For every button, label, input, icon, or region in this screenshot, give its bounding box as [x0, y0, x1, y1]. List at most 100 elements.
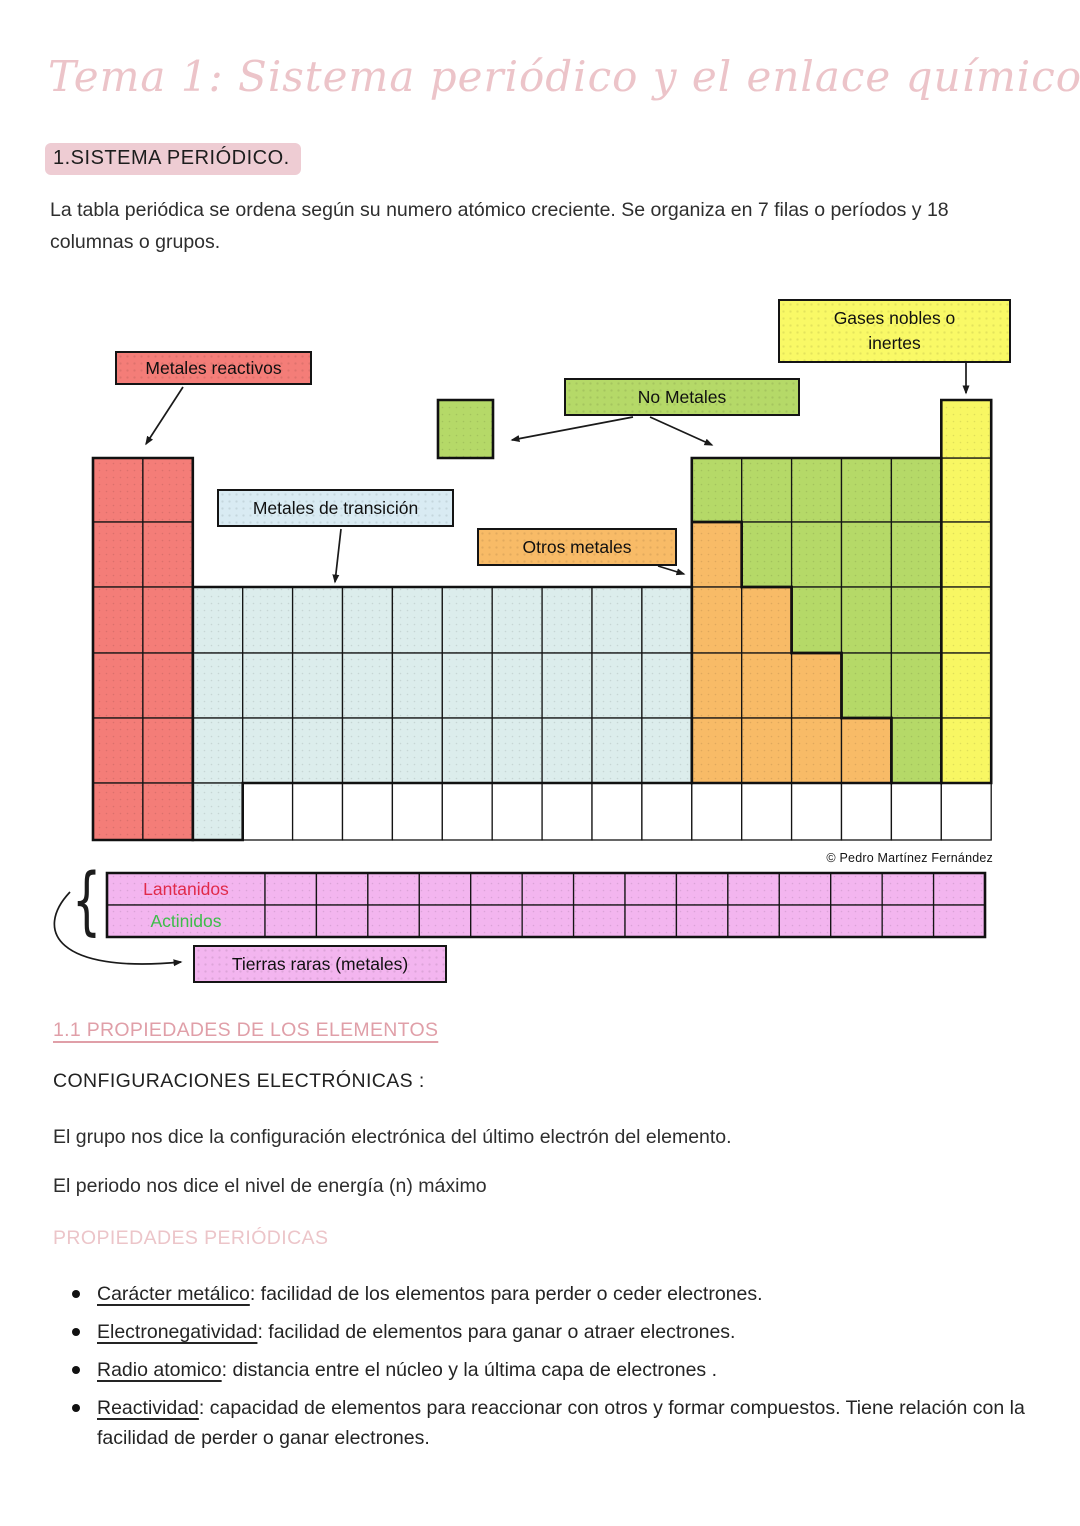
cell-texture: [841, 653, 892, 718]
cell-texture: [192, 718, 243, 783]
bullet-term: Carácter metálico: [97, 1283, 250, 1305]
bullet-text: : capacidad de elementos para reaccionar…: [97, 1397, 1025, 1449]
cell-texture: [841, 718, 892, 783]
cell-texture: [192, 653, 243, 718]
cell-texture: [791, 458, 842, 522]
bullet-icon: [72, 1290, 80, 1298]
cell-texture: [882, 873, 934, 905]
annotation-arrow: [53, 891, 183, 967]
cell-texture: [891, 587, 942, 653]
cell-texture: [542, 587, 592, 653]
cell-texture: [741, 653, 792, 718]
cell-texture: [242, 653, 293, 718]
cell-texture: [741, 458, 792, 522]
list-item: Carácter metálico: facilidad de los elem…: [70, 1279, 1035, 1309]
bullet-term: Radio atomico: [97, 1359, 222, 1381]
annotation-arrow: [145, 386, 184, 446]
cell-texture: [438, 400, 493, 458]
cell-texture: [641, 587, 692, 653]
cell-texture: [573, 905, 626, 937]
label-metales-transicion: Metales de transición: [217, 489, 454, 527]
cell-texture: [791, 522, 842, 587]
cell-texture: [791, 587, 842, 653]
element-cell: [840, 782, 893, 841]
label-lantanidos: Lantanidos: [143, 878, 229, 899]
cell-texture: [841, 587, 892, 653]
cell-texture: [522, 873, 574, 905]
cell-texture: [419, 873, 471, 905]
properties-list: Carácter metálico: facilidad de los elem…: [70, 1279, 1035, 1461]
bullet-icon: [72, 1366, 80, 1374]
element-cell: [242, 782, 294, 841]
cell-texture: [192, 587, 243, 653]
cell-texture: [625, 873, 677, 905]
cell-texture: [542, 653, 592, 718]
cell-texture: [442, 718, 493, 783]
element-cell: [541, 782, 593, 841]
cell-texture: [542, 718, 592, 783]
cell-texture: [442, 587, 493, 653]
cell-texture: [492, 718, 543, 783]
cell-texture: [592, 653, 642, 718]
cell-texture: [941, 587, 992, 653]
cell-texture: [470, 905, 523, 937]
periodic-props-heading: PROPIEDADES PERIÓDICAS: [53, 1227, 329, 1249]
list-item: Reactividad: capacidad de elementos para…: [70, 1393, 1035, 1453]
region-outline: [105, 871, 987, 939]
section-heading: 1.SISTEMA PERIÓDICO.: [45, 143, 301, 175]
cell-texture: [779, 905, 831, 937]
region-outline: [690, 520, 893, 785]
cell-texture: [93, 718, 143, 783]
cell-texture: [470, 873, 523, 905]
cell-texture: [641, 718, 692, 783]
element-cell: [291, 782, 344, 841]
cell-texture: [891, 718, 942, 783]
cell-texture: [265, 905, 317, 937]
element-cell: [790, 782, 843, 841]
cell-texture: [316, 873, 368, 905]
cell-texture: [676, 873, 728, 905]
cell-texture: [192, 783, 243, 840]
intro-paragraph: La tabla periódica se ordena según su nu…: [50, 199, 949, 253]
cell-texture: [941, 458, 992, 522]
config-paragraph-periodo: El periodo nos dice el nivel de energía …: [53, 1175, 487, 1197]
cell-texture: [592, 587, 642, 653]
cell-texture: [265, 873, 317, 905]
cell-texture: [142, 653, 193, 718]
cell-texture: [242, 587, 293, 653]
label-gases-nobles: Gases nobles o inertes: [778, 299, 1011, 363]
cell-texture: [342, 587, 393, 653]
cell-texture: [933, 873, 986, 905]
cell-texture: [691, 653, 742, 718]
cell-texture: [676, 905, 728, 937]
bullet-icon: [72, 1404, 80, 1412]
annotation-arrow: [332, 528, 342, 584]
element-cell: [940, 782, 992, 841]
page-title: Tema 1: Sistema periódico y el enlace qu…: [48, 52, 1080, 101]
cell-texture: [841, 522, 892, 587]
bullet-term: Electronegatividad: [97, 1321, 258, 1343]
cell-texture: [367, 873, 420, 905]
cell-texture: [941, 400, 991, 458]
cell-texture: [741, 587, 792, 653]
element-cell: [641, 782, 693, 841]
element-cell: [591, 782, 643, 841]
cell-texture: [933, 905, 986, 937]
cell-texture: [142, 522, 193, 587]
config-paragraph-grupo: El grupo nos dice la configuración elect…: [53, 1126, 732, 1148]
cell-texture: [316, 905, 368, 937]
cell-texture: [107, 905, 265, 937]
cell-texture: [242, 718, 293, 783]
element-cell: [441, 782, 493, 841]
cell-texture: [882, 905, 934, 937]
cell-texture: [442, 653, 493, 718]
element-cell: [691, 782, 743, 841]
cell-texture: [691, 522, 742, 587]
cell-texture: [342, 653, 393, 718]
cell-texture: [841, 458, 892, 522]
label-metales-reactivos: Metales reactivos: [115, 351, 312, 385]
cell-texture: [292, 653, 343, 718]
cell-texture: [93, 587, 143, 653]
